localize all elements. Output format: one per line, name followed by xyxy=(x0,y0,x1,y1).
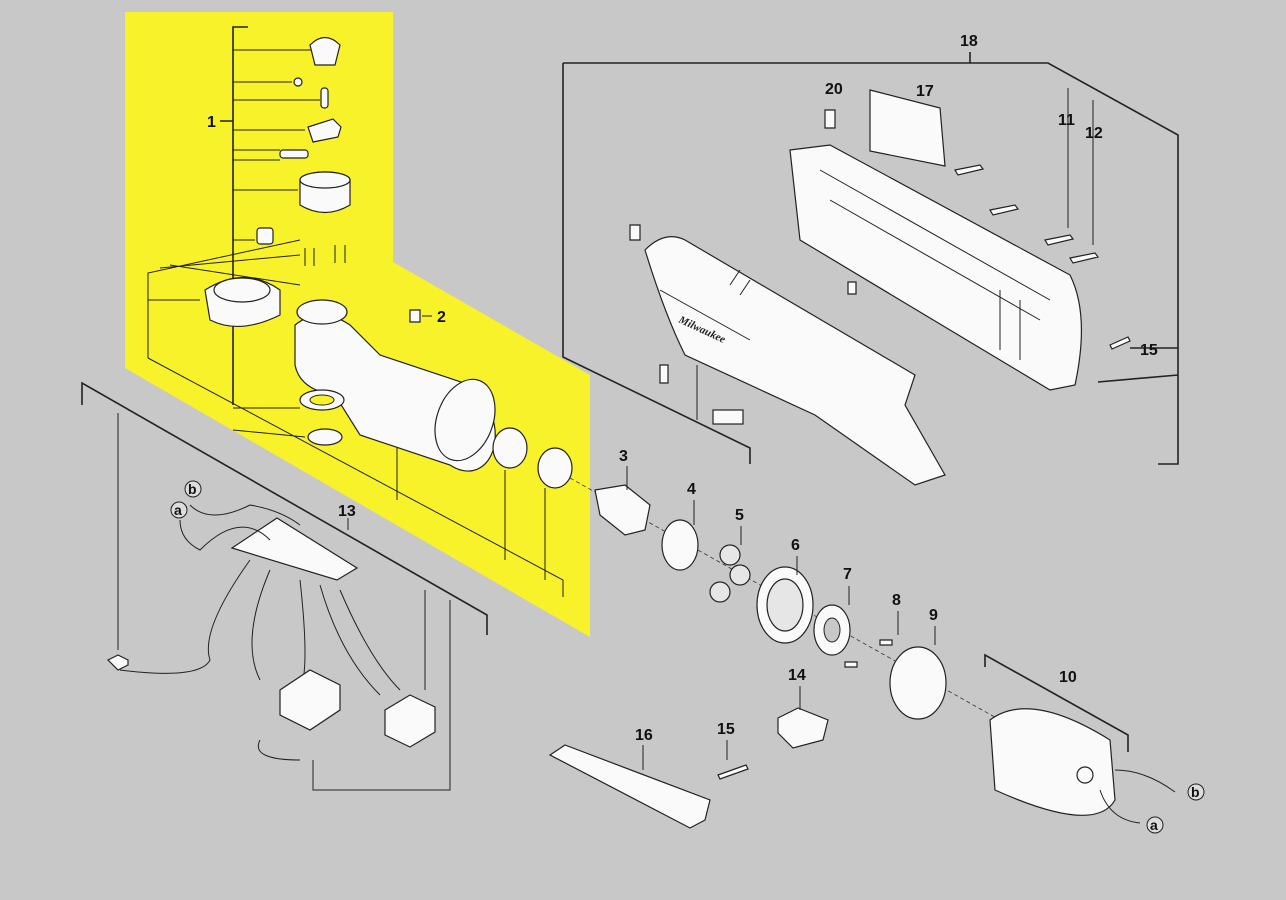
callout-13: 13 xyxy=(338,503,356,520)
wire-label-b-right: b xyxy=(1187,783,1205,801)
callout-6: 6 xyxy=(791,537,800,554)
callout-18: 18 xyxy=(960,33,978,50)
wire-label-a-left: a xyxy=(170,501,188,519)
callout-1: 1 xyxy=(207,114,216,131)
callout-17: 17 xyxy=(916,83,934,100)
svg-text:b: b xyxy=(1191,784,1200,800)
svg-text:a: a xyxy=(174,502,182,518)
callout-5: 5 xyxy=(735,507,744,524)
switch-harness xyxy=(106,504,1176,824)
callout-8: 8 xyxy=(892,592,901,609)
callout-2: 2 xyxy=(437,309,446,326)
drive-parts xyxy=(548,484,1116,829)
callout-15-lower: 15 xyxy=(717,721,735,738)
callout-12: 12 xyxy=(1085,125,1103,142)
wire-label-a-right: a xyxy=(1146,816,1164,834)
callout-10: 10 xyxy=(1059,669,1077,686)
wire-label-b-left: b xyxy=(184,480,202,498)
housing-parts: Milwaukee xyxy=(629,89,1131,486)
svg-text:b: b xyxy=(188,481,197,497)
callout-7: 7 xyxy=(843,566,852,583)
callout-15-upper: 15 xyxy=(1140,342,1158,359)
highlight-region xyxy=(125,12,590,637)
callout-14: 14 xyxy=(788,667,806,684)
callout-20: 20 xyxy=(825,81,843,98)
callout-11: 11 xyxy=(1058,112,1075,129)
callout-9: 9 xyxy=(929,607,938,624)
svg-text:a: a xyxy=(1150,817,1158,833)
group-18-bracket xyxy=(562,52,1179,465)
callout-3: 3 xyxy=(619,448,628,465)
callout-16: 16 xyxy=(635,727,653,744)
ratchet-head-parts xyxy=(204,36,573,489)
callout-4: 4 xyxy=(687,481,696,498)
